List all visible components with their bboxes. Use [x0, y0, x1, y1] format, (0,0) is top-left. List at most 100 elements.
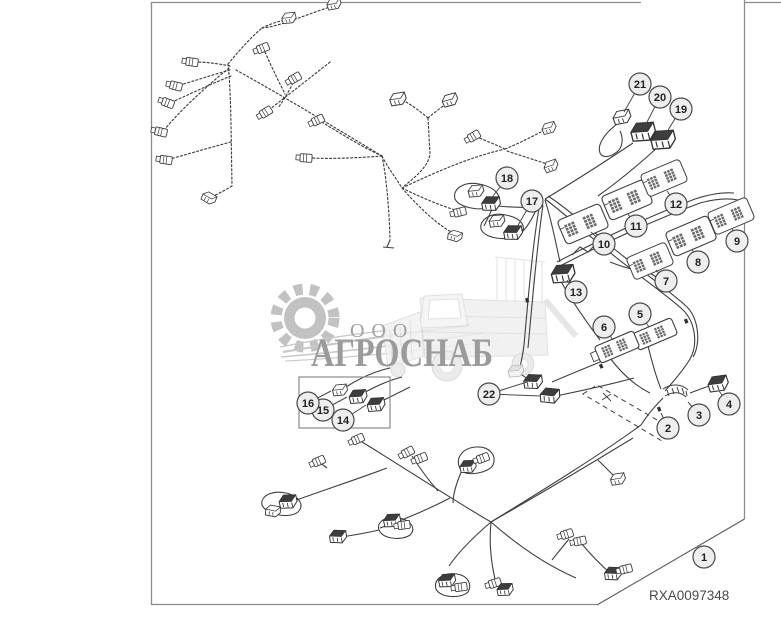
callout-19: 19 — [664, 97, 693, 136]
connector — [325, 0, 343, 13]
callout-circle-13 — [564, 280, 588, 304]
connector — [568, 535, 588, 548]
callout-number-17: 17 — [526, 196, 538, 208]
connector — [614, 563, 634, 576]
callout-circle-16 — [296, 391, 320, 415]
connector — [277, 492, 299, 511]
connector-ghost — [506, 362, 526, 380]
connector-15 — [347, 386, 369, 407]
connector — [254, 104, 274, 122]
watermark: ООО АГРОСНАБ — [270, 256, 579, 382]
callout-circle-10 — [592, 232, 616, 256]
callout-number-2: 2 — [665, 423, 671, 435]
callout-number-13: 13 — [570, 287, 582, 299]
connector — [156, 95, 176, 110]
connector-17b — [502, 223, 524, 243]
connector — [387, 89, 409, 109]
callout-10: 10 — [590, 231, 616, 256]
callout-circle-1 — [692, 545, 716, 569]
callout-number-4: 4 — [726, 399, 733, 411]
callout-1: 1 — [692, 545, 716, 569]
connector — [280, 10, 298, 26]
callout-16: 16 — [296, 390, 332, 415]
callout-circle-11 — [624, 214, 648, 238]
callout-number-1: 1 — [701, 552, 707, 564]
connector-22b — [539, 386, 561, 405]
callout-18: 18 — [492, 166, 519, 197]
callout-22: 22 — [477, 381, 542, 406]
watermark-company-name: АГРОСНАБ — [311, 330, 493, 375]
callout-number-9: 9 — [734, 236, 740, 248]
callout-circle-8 — [686, 250, 710, 274]
callout-12: 12 — [664, 190, 688, 216]
callout-number-8: 8 — [695, 257, 701, 269]
callout-4: 4 — [717, 390, 741, 416]
connector — [155, 154, 173, 166]
gear-icon — [270, 283, 340, 353]
callout-2: 2 — [656, 412, 680, 440]
connector — [555, 527, 575, 542]
callout-circle-22 — [477, 382, 501, 406]
connector-21 — [610, 106, 634, 128]
callout-number-20: 20 — [654, 92, 666, 104]
frame-diagonal — [596, 518, 745, 606]
callout-20: 20 — [645, 85, 672, 125]
callout-circle-19 — [669, 97, 693, 121]
connector-4 — [705, 372, 731, 395]
callout-13: 13 — [564, 279, 588, 304]
connector-18b — [480, 194, 502, 214]
callout-circle-4 — [717, 392, 741, 416]
connector — [251, 41, 271, 56]
callout-circle-2 — [656, 416, 680, 440]
connector-18a — [466, 182, 486, 200]
callout-number-22: 22 — [483, 389, 495, 401]
watermark-company-name-text: АГРОСНАБ — [311, 330, 493, 375]
callout-circle-20 — [648, 85, 672, 109]
callout-3: 3 — [687, 401, 711, 427]
callout-circle-3 — [687, 403, 711, 427]
callout-8: 8 — [686, 248, 710, 274]
callout-number-18: 18 — [501, 173, 513, 185]
callout-circle-6 — [592, 315, 616, 339]
connector — [539, 119, 559, 137]
connector — [471, 451, 491, 466]
connector-block-8 — [665, 215, 718, 257]
connector — [307, 454, 327, 470]
connector — [199, 189, 219, 207]
connector-14 — [365, 394, 387, 415]
callout-number-7: 7 — [663, 276, 669, 288]
callout-circle-21 — [628, 72, 652, 96]
combine-watermark — [381, 256, 579, 382]
watermark-company-type: ООО — [350, 320, 414, 342]
part-code: RXA0097348 — [649, 588, 729, 603]
connector-block-9 — [707, 197, 755, 236]
callout-number-12: 12 — [670, 199, 682, 211]
callout-circle-18 — [495, 166, 519, 190]
watermark-company-type-text: ООО — [350, 320, 414, 342]
connector — [396, 445, 416, 461]
callout-circle-12 — [664, 192, 688, 216]
connector — [328, 528, 348, 545]
callout-number-15: 15 — [317, 405, 329, 417]
callout-number-21: 21 — [634, 79, 646, 91]
callout-circle-14 — [331, 408, 355, 432]
callout-7: 7 — [654, 269, 678, 293]
callout-number-16: 16 — [302, 398, 314, 410]
connector — [283, 71, 303, 87]
harness-end-fork — [382, 239, 395, 249]
corrugated-hose — [662, 384, 689, 398]
callout-number-11: 11 — [630, 221, 642, 233]
callout-6: 6 — [592, 315, 616, 341]
callout-number-19: 19 — [675, 104, 687, 116]
callout-number-10: 10 — [598, 239, 610, 251]
connector — [164, 79, 184, 92]
connector — [295, 152, 313, 163]
callout-number-5: 5 — [637, 309, 643, 321]
callout-21: 21 — [623, 72, 652, 113]
dashed-boundary-tick — [601, 392, 612, 402]
connector-block-12 — [640, 159, 688, 198]
connector-blocks — [557, 159, 755, 366]
connector-16 — [330, 382, 350, 398]
